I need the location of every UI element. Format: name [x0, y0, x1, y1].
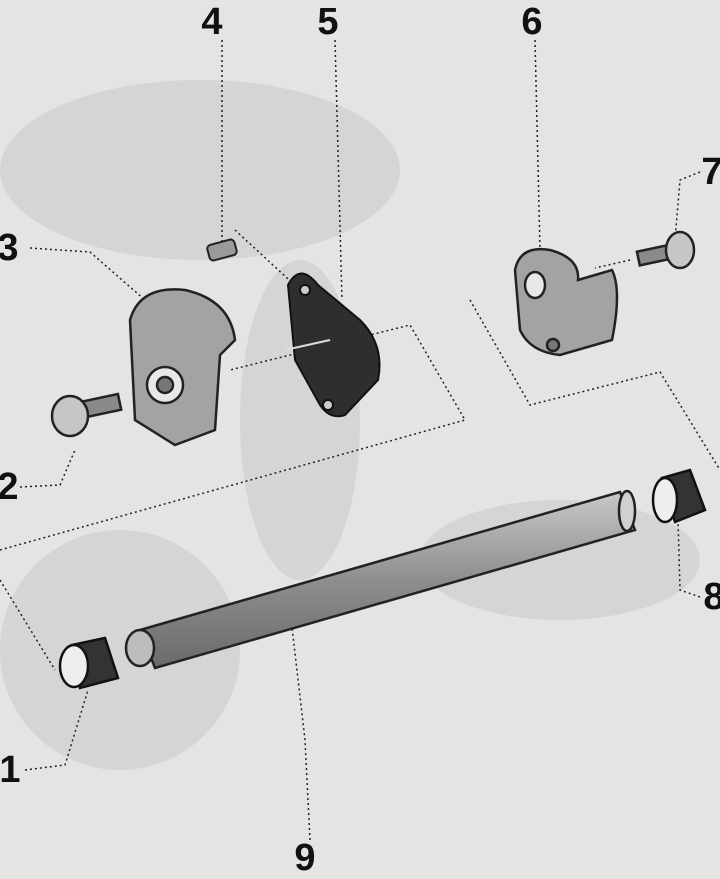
callout-5: 5: [317, 1, 339, 43]
callout-9: 9: [294, 837, 316, 879]
part-8-bushing: [651, 468, 707, 524]
callout-6: 6: [521, 1, 543, 43]
background-texture: [0, 80, 700, 770]
part-3-bracket: [128, 288, 237, 447]
part-7-bolt: [635, 230, 696, 270]
part-2-bolt: [50, 392, 123, 438]
callout-8: 8: [703, 576, 720, 618]
part-4-pin: [206, 238, 238, 262]
callout-4: 4: [201, 1, 223, 43]
callout-3: 3: [0, 227, 19, 269]
part-1-bushing: [58, 636, 120, 690]
part-9-shaft: [124, 489, 637, 670]
callout-1: 1: [0, 749, 21, 791]
part-5-plate: [284, 272, 381, 418]
callout-2: 2: [0, 466, 19, 508]
callout-7: 7: [701, 151, 720, 193]
part-6-bracket: [513, 247, 619, 357]
